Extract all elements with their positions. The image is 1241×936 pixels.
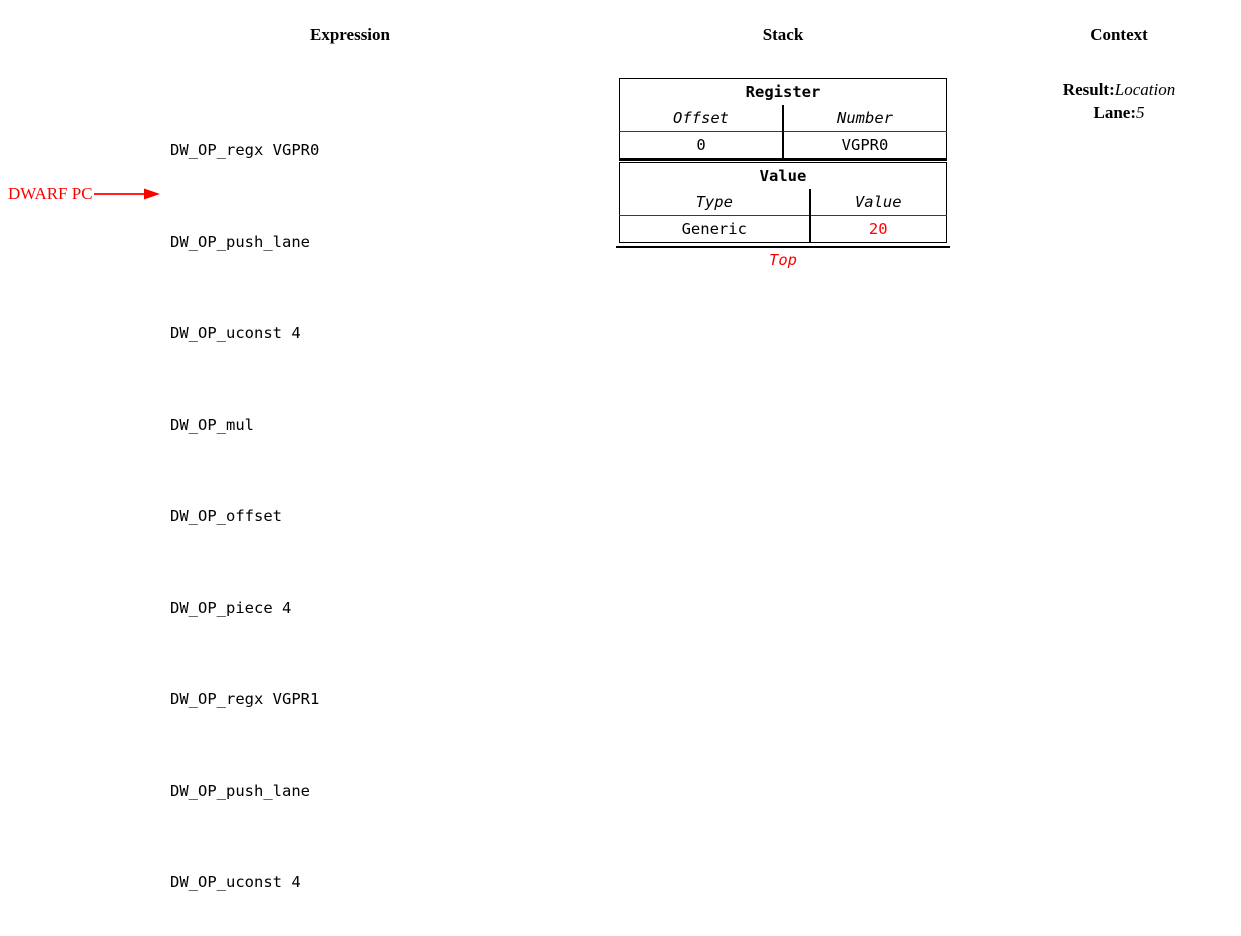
stack-entry-value-highlighted: 20 xyxy=(809,215,947,243)
page-title-stack: Stack xyxy=(762,25,804,44)
stack-entry-value: VGPR0 xyxy=(783,131,947,159)
arrow-right-icon xyxy=(93,188,160,200)
expression-line: DW_OP_push_lane xyxy=(170,232,310,251)
expression-line: DW_OP_regx VGPR0 xyxy=(170,141,320,159)
stack-entry-header-row: Type Value xyxy=(619,189,947,216)
stack-entry-divider xyxy=(619,159,947,162)
stack-entry-value: Value Type Value Generic 20 xyxy=(619,162,947,243)
dwarf-pc-annotation: DWARF PC xyxy=(8,182,162,206)
context-value: 5 xyxy=(1136,103,1145,122)
expression-list: DW_OP_regx VGPR0 DW_OP_push_lane DW_OP_u… xyxy=(170,74,319,936)
stack-entry-register: Register Offset Number 0 VGPR0 xyxy=(619,78,947,159)
stack-area: Register Offset Number 0 VGPR0 Value Typ… xyxy=(616,78,950,271)
stack-top-label: Top xyxy=(769,250,797,269)
context-row-lane: Lane:5 xyxy=(999,101,1239,124)
stack-entry-value: Generic xyxy=(619,215,811,243)
stack-entry-header-row: Offset Number xyxy=(619,105,947,132)
page-title-context: Context xyxy=(1090,25,1148,44)
stack-entry-data-row: Generic 20 xyxy=(619,215,947,243)
stack-entry-column-header: Type xyxy=(619,189,811,216)
context-block: Result:Location Lane:5 xyxy=(999,78,1239,124)
expression-line: DW_OP_regx VGPR1 xyxy=(170,690,320,708)
stack-entry-title-row: Register xyxy=(620,79,947,106)
stack-entry-value: 0 xyxy=(619,131,784,159)
stack-entry-title-row: Value xyxy=(620,163,947,190)
stack-entry-data-row: 0 VGPR0 xyxy=(619,131,947,159)
expression-line: DW_OP_push_lane xyxy=(170,781,310,800)
expression-line-current-pc: DW_OP_offset xyxy=(170,507,282,525)
expression-line: DW_OP_piece 4 xyxy=(170,598,292,617)
stack-entry-column-header: Offset xyxy=(619,105,784,132)
stack-entry-column-header: Value xyxy=(854,193,902,211)
context-row-result: Result:Location xyxy=(999,78,1239,101)
stack-entry-column-header: Number xyxy=(837,109,893,127)
context-key: Lane: xyxy=(1093,103,1137,122)
expression-line: DW_OP_mul xyxy=(170,415,254,434)
page-title-expression: Expression xyxy=(310,25,390,44)
stack-entry-title: Value xyxy=(759,167,807,185)
expression-line: DW_OP_uconst 4 xyxy=(170,324,301,342)
context-value: Location xyxy=(1114,80,1176,99)
stack-bottom-rule xyxy=(616,245,950,248)
dwarf-pc-label: DWARF PC xyxy=(8,184,93,203)
context-key: Result: xyxy=(1062,80,1115,99)
stack-entry-title: Register xyxy=(745,83,821,101)
expression-line: DW_OP_uconst 4 xyxy=(170,873,301,891)
